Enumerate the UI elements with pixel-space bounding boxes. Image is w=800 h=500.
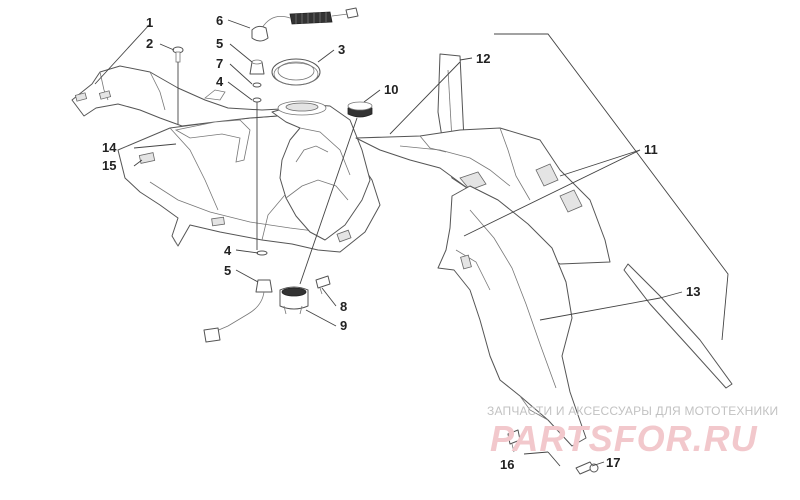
callout-14: 14: [102, 140, 117, 155]
part-11-side-panel: [437, 185, 587, 447]
callout-9: 9: [340, 318, 347, 333]
hardware-upper: [249, 59, 265, 103]
callout-2: 2: [146, 36, 153, 51]
callout-8: 8: [340, 299, 347, 314]
callout-17: 17: [606, 455, 620, 470]
callout-3: 3: [338, 42, 345, 57]
part-13-decal-strip: [623, 263, 733, 389]
mounting-bracket: [174, 119, 251, 163]
callout-10: 10: [384, 82, 398, 97]
part-9-switch: [279, 286, 309, 315]
part-16-clip: [507, 429, 521, 453]
part-8-clip: [315, 275, 331, 295]
watermark-caption: ЗАПЧАСТИ И АКСЕССУАРЫ ДЛЯ МОТОТЕХНИКИ: [487, 404, 779, 418]
filler-housing: [271, 100, 371, 241]
callout-5-lower: 5: [224, 263, 231, 278]
hardware-lower: [203, 250, 273, 343]
part-17-bolt: [575, 461, 599, 475]
callout-16: 16: [500, 457, 514, 472]
callout-13: 13: [686, 284, 700, 299]
part-15-label-plate: [138, 152, 156, 164]
callout-11: 11: [644, 142, 658, 157]
callout-labels: 1 2 3 4 4 5 5 6 7 8 9 10 11 12 13 14 15 …: [102, 13, 700, 472]
callout-6: 6: [216, 13, 223, 28]
part-2-screw: [172, 46, 184, 63]
callout-12: 12: [476, 51, 490, 66]
callout-15: 15: [102, 158, 116, 173]
part-6-cable-cap: [251, 7, 359, 42]
part-10-grommet: [347, 101, 373, 118]
part-3-filler-ring: [271, 58, 321, 86]
callout-7: 7: [216, 56, 223, 71]
callout-4-lower: 4: [224, 243, 232, 258]
part-1-upper-cover: [71, 65, 321, 127]
watermark-logo: PARTSFOR.RU: [490, 418, 758, 459]
callout-5-upper: 5: [216, 36, 223, 51]
callout-1: 1: [146, 15, 153, 30]
leader-lines: [94, 19, 729, 467]
callout-4-upper: 4: [216, 74, 224, 89]
